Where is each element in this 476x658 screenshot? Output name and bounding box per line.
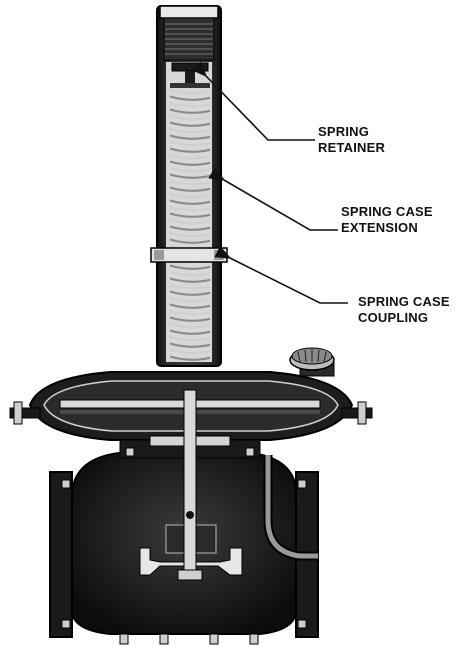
valve-body [49,389,319,645]
spring-coil [169,322,211,329]
spring-coil [169,192,211,199]
spring-coil [169,218,211,225]
callout-spring-retainer-line1: SPRING [318,124,369,139]
spring-coil [169,140,211,147]
spring-retainer-leader [191,61,315,141]
callout-spring-case-coupling-line2: COUPLING [358,310,428,325]
spring-coil [169,212,211,218]
leader-lines [191,61,348,304]
spring-coil [169,101,211,108]
spring-coil [169,225,211,231]
spring-coil [169,270,211,277]
spring-coil [169,147,211,153]
callout-spring-case-coupling: SPRING CASE COUPLING [358,294,450,325]
spring-case-coupling-part [150,247,228,263]
spring-coil [169,283,211,290]
spring-coil [169,121,211,127]
spring-coil [169,108,211,114]
spring-coil [169,179,211,186]
spring-coil [169,277,211,283]
spring-coil [169,205,211,212]
spring-coil [169,309,211,316]
spring-retainer-part [170,62,210,88]
spring-coil [169,166,211,173]
spring-coil [169,199,211,205]
spring-coil [169,296,211,303]
spring-coil [169,186,211,192]
spring-coil [169,348,211,355]
callout-spring-case-coupling-line1: SPRING CASE [358,294,450,309]
spring-coil [169,316,211,322]
vent-cap [289,347,335,377]
spring-coil [169,355,211,361]
spring-coil [169,134,211,140]
spring-coil [169,95,211,101]
spring-coil [169,335,211,342]
spring-coil [169,114,211,121]
callout-spring-case-extension: SPRING CASE EXTENSION [341,204,433,235]
spring-coil [169,88,211,95]
spring-coil [169,160,211,166]
callout-spring-case-extension-line1: SPRING CASE [341,204,433,219]
spring-coil [169,231,211,238]
spring-coil [169,127,211,134]
spring-case-extension-leader [208,167,338,231]
spring-coil [169,238,211,244]
callout-spring-retainer: SPRING RETAINER [318,124,385,155]
spring-coil [169,303,211,309]
spring-coil [169,329,211,335]
spring-coil [169,264,211,270]
spring-coil [169,153,211,160]
callout-spring-retainer-line2: RETAINER [318,140,385,155]
spring-case-coupling-leader [214,245,348,304]
spring-coil [169,173,211,179]
callout-spring-case-extension-line2: EXTENSION [341,220,418,235]
spring-case [156,5,222,367]
spring-coil [169,342,211,348]
spring-coil [169,290,211,296]
